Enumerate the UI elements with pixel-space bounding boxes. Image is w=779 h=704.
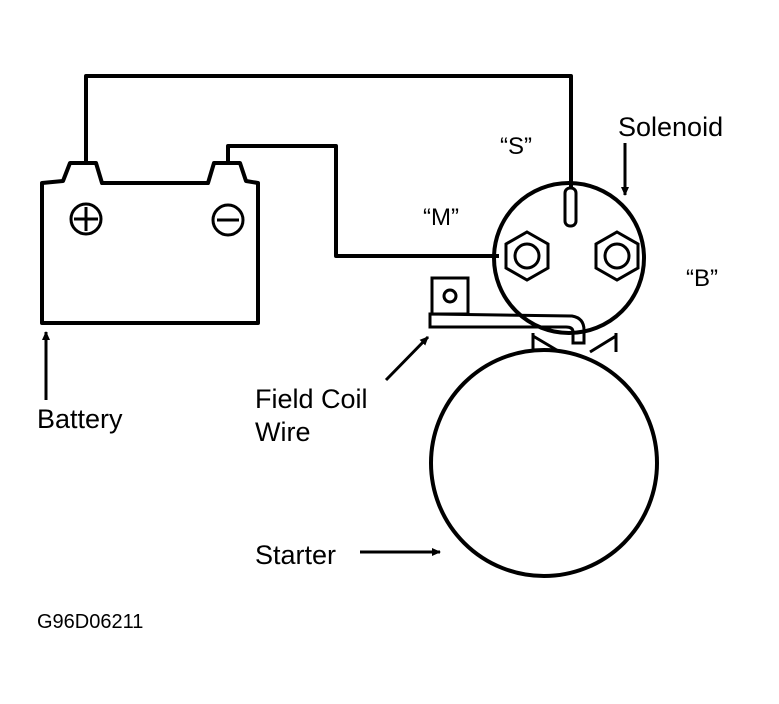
field-coil-arrow bbox=[384, 335, 430, 382]
starter-label: Starter bbox=[255, 540, 336, 570]
s-terminal bbox=[563, 186, 578, 228]
field-coil-wire bbox=[428, 276, 586, 345]
starter-motor-body bbox=[429, 348, 659, 578]
battery-outline bbox=[40, 161, 260, 325]
solenoid bbox=[492, 181, 646, 335]
wire-negative-to-m bbox=[226, 144, 499, 258]
terminal-b-label: “B” bbox=[686, 265, 718, 292]
b-terminal-nut-icon bbox=[594, 230, 640, 282]
wire-positive-to-s bbox=[84, 74, 573, 189]
field-coil-label-line2: Wire bbox=[255, 417, 311, 447]
positive-terminal-icon bbox=[69, 202, 103, 236]
terminal-m-label: “M” bbox=[423, 204, 459, 231]
field-coil-label-line1: Field Coil bbox=[255, 384, 368, 414]
negative-terminal-icon bbox=[211, 203, 245, 237]
solenoid-label: Solenoid bbox=[618, 112, 723, 142]
solenoid-bracket bbox=[531, 333, 618, 354]
battery bbox=[40, 161, 260, 325]
terminal-s-label: “S” bbox=[500, 133, 532, 160]
m-terminal-nut-icon bbox=[504, 230, 550, 282]
figure-id: G96D06211 bbox=[37, 611, 143, 633]
battery-label: Battery bbox=[37, 404, 123, 434]
